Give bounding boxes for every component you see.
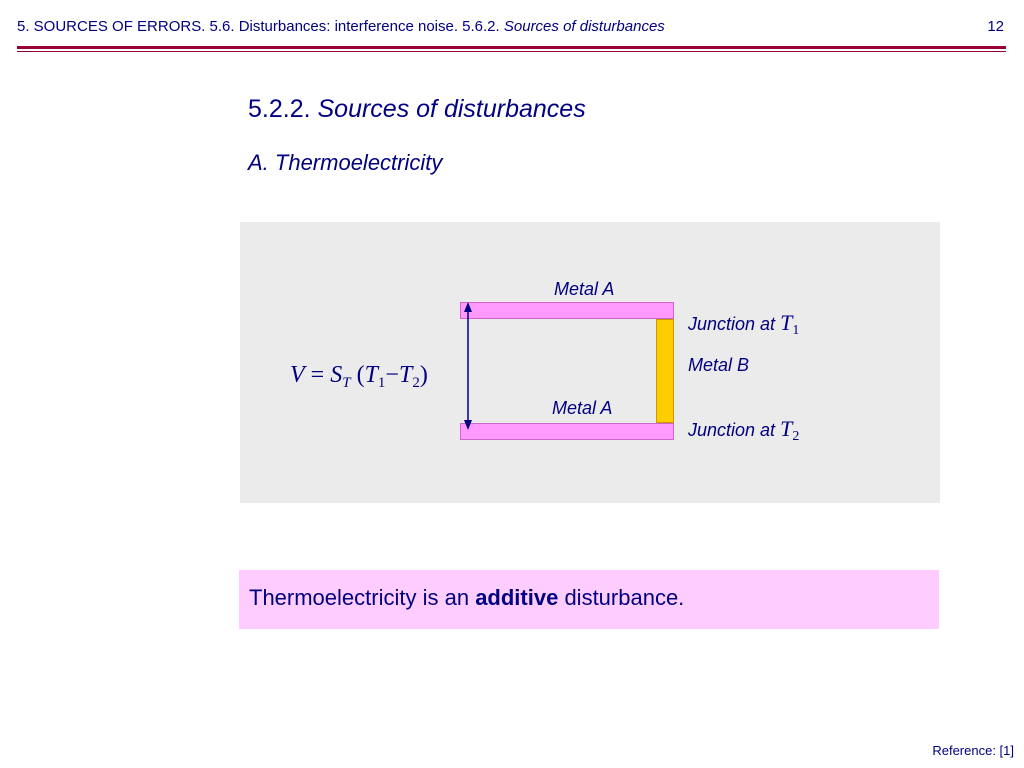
junction-1-var-symbol: T (780, 310, 793, 335)
metal-a-bottom-bar (460, 423, 674, 440)
formula-t2-sub: 2 (412, 375, 420, 391)
junction-1-sub: 1 (792, 323, 800, 338)
formula-t2: T (398, 362, 413, 388)
junction-2-sub: 2 (792, 429, 800, 444)
note-text: Thermoelectricity is an additive disturb… (249, 585, 684, 611)
additive-note-box: Thermoelectricity is an additive disturb… (239, 570, 939, 629)
formula-t1-sub: 1 (377, 375, 386, 391)
formula-v: V (290, 362, 305, 388)
title-text: Sources of disturbances (317, 95, 586, 123)
metal-b-bar (656, 319, 674, 423)
formula-s-sub: T (342, 375, 351, 391)
note-bold: additive (475, 585, 559, 610)
slide-title: 5.2.2. Sources of disturbances (248, 95, 586, 124)
metal-a-top-bar (460, 302, 674, 319)
metal-a-bottom-label: Metal A (552, 398, 613, 418)
metal-a-top-label: Metal A (554, 279, 615, 299)
note-before: Thermoelectricity is an (249, 585, 476, 610)
junction-1-var: T1 (780, 310, 800, 338)
formula-s: S (330, 362, 343, 388)
junction-2-label: Junction at T2 (688, 416, 799, 445)
slide-subtitle: A. Thermoelectricity (248, 150, 443, 175)
thermoelectric-formula: V = ST (T1−T2) (290, 362, 428, 392)
junction-2-var: T2 (780, 416, 800, 444)
header-section-italic: Sources of disturbances (503, 18, 665, 35)
junction-1-label: Junction at T1 (688, 310, 799, 339)
formula-minus: − (385, 362, 399, 388)
voltage-arrow-icon (464, 302, 472, 430)
header-section-prefix: 5. SOURCES OF ERRORS. 5.6. Disturbances:… (17, 18, 504, 35)
header-rule-thin (17, 51, 1006, 52)
page-number: 12 (987, 18, 1004, 35)
note-after: disturbance. (558, 585, 685, 610)
title-number: 5.2.2. (248, 95, 318, 123)
thermocouple-diagram: Metal A Metal A Junction at T1 Metal B J… (240, 222, 940, 503)
formula-close: ) (419, 362, 428, 388)
formula-t1: T (364, 362, 378, 388)
junction-2-prefix: Junction at (688, 420, 781, 440)
slide-header: 5. SOURCES OF ERRORS. 5.6. Disturbances:… (0, 0, 1024, 50)
junction-2-var-symbol: T (780, 416, 793, 441)
header-rule-thick (17, 46, 1006, 49)
junction-1-prefix: Junction at (688, 314, 781, 334)
reference-link[interactable]: Reference: [1] (932, 743, 1014, 758)
metal-b-label: Metal B (688, 355, 750, 375)
formula-open: ( (350, 362, 365, 388)
header-breadcrumb: 5. SOURCES OF ERRORS. 5.6. Disturbances:… (17, 18, 665, 35)
formula-eq: = (304, 362, 331, 388)
